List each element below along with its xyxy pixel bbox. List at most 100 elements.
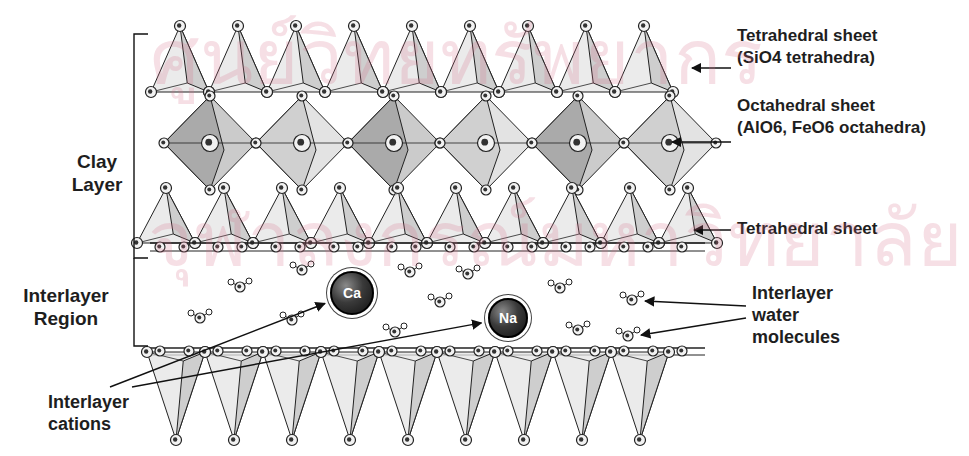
atom-core: [550, 349, 554, 353]
oxygen-atom: [161, 183, 172, 194]
tetrahedron-face: [437, 352, 495, 440]
metal-atom: [662, 135, 679, 152]
atom-core: [186, 349, 190, 353]
water-oxygen: [555, 283, 565, 293]
oxygen-atom: [548, 347, 559, 358]
oxygen-atom: [159, 138, 169, 148]
oxygen-atom: [205, 185, 215, 195]
oxygen-atom: [619, 346, 629, 356]
atom-core: [621, 141, 625, 145]
oxygen-atom: [258, 347, 269, 358]
oxygen-atom: [155, 346, 165, 356]
atom-core: [437, 300, 441, 304]
tetrahedron-face: [321, 352, 379, 440]
atom-core: [389, 349, 393, 353]
atom-core: [345, 141, 349, 145]
oxygen-atom: [287, 435, 298, 446]
atom-core: [511, 185, 515, 189]
atom-core: [289, 437, 293, 441]
atom-core: [273, 349, 277, 353]
water-oxygen: [435, 297, 445, 307]
atom-core: [345, 141, 349, 145]
oxygen-atom: [625, 183, 636, 194]
oxygen-atom: [142, 347, 153, 358]
tetrahedron-face: [495, 352, 553, 440]
water-oxygen: [623, 331, 633, 341]
oxygen-atom: [251, 138, 261, 148]
oxygen-atom: [548, 347, 559, 358]
oxygen-atom: [445, 346, 455, 356]
atom-core: [360, 349, 364, 353]
hydrogen-atom: [401, 323, 407, 329]
oxygen-atom: [343, 138, 353, 148]
oxygen-atom: [374, 347, 385, 358]
atom-core: [463, 437, 467, 441]
atom-core: [534, 349, 538, 353]
oxygen-atom: [242, 346, 252, 356]
atom-core: [476, 349, 480, 353]
oxygen-atom: [393, 183, 404, 194]
oxygen-atom: [619, 138, 629, 148]
atom-core: [608, 349, 612, 353]
oxygen-atom: [619, 138, 629, 148]
atom-core: [621, 141, 625, 145]
octahedron-face: [348, 96, 440, 190]
part-label: (AlO6, FeO6 octahedra): [737, 118, 926, 139]
oxygen-atom: [374, 347, 385, 358]
water-oxygen: [390, 327, 400, 337]
atom-core: [579, 437, 583, 441]
metal-atom: [386, 135, 403, 152]
atom-core: [376, 349, 380, 353]
metal-atom: [202, 135, 219, 152]
octahedron-face: [164, 96, 256, 190]
oxygen-atom: [403, 435, 414, 446]
atom-core: [289, 318, 293, 322]
watermark-text: ศูนย์วิทยทรัพยากร: [150, 18, 763, 96]
tetrahedron-face: [176, 352, 205, 440]
oxygen-atom: [171, 435, 182, 446]
oxygen-atom: [358, 346, 368, 356]
atom-core: [347, 437, 351, 441]
water-oxygen: [627, 295, 637, 305]
water-oxygen: [235, 282, 245, 292]
metal-atom: [294, 135, 311, 152]
octahedron-face: [532, 96, 624, 190]
atom-core: [685, 185, 689, 189]
tetrahedron-face: [292, 352, 321, 440]
hydrogen-atom: [634, 327, 640, 333]
atom-core: [434, 349, 438, 353]
atom-core: [550, 349, 554, 353]
atom-core: [666, 349, 670, 353]
atom-core: [608, 349, 612, 353]
oxygen-atom: [271, 346, 281, 356]
atom-core: [302, 349, 306, 353]
atom-core: [253, 141, 257, 145]
bracket-line: [134, 258, 148, 346]
oxygen-atom: [635, 435, 646, 446]
octahedron-face: [440, 96, 532, 190]
atom-core: [437, 141, 441, 145]
atom-core: [297, 139, 304, 146]
hydrogen-atom: [246, 278, 252, 284]
water-oxygen: [195, 313, 205, 323]
oxygen-atom: [606, 347, 617, 358]
atom-core: [221, 185, 225, 189]
cation-sphere: Na: [488, 298, 528, 338]
atom-core: [563, 349, 567, 353]
part-label: Interlayer Region: [6, 284, 126, 330]
atom-core: [505, 349, 509, 353]
oxygen-atom: [532, 346, 542, 356]
leader-arrow: [641, 318, 746, 335]
tetrahedron-face: [379, 352, 437, 440]
atom-core: [627, 185, 631, 189]
oxygen-atom: [683, 183, 694, 194]
oxygen-atom: [451, 183, 462, 194]
hydrogen-atom: [638, 291, 644, 297]
atom-core: [665, 139, 672, 146]
atom-core: [279, 185, 283, 189]
atom-core: [253, 141, 257, 145]
atom-core: [667, 188, 671, 192]
part-label: Interlayer cations: [48, 392, 156, 436]
cation-symbol: Ca: [343, 285, 361, 301]
hydrogen-atom: [206, 309, 212, 315]
